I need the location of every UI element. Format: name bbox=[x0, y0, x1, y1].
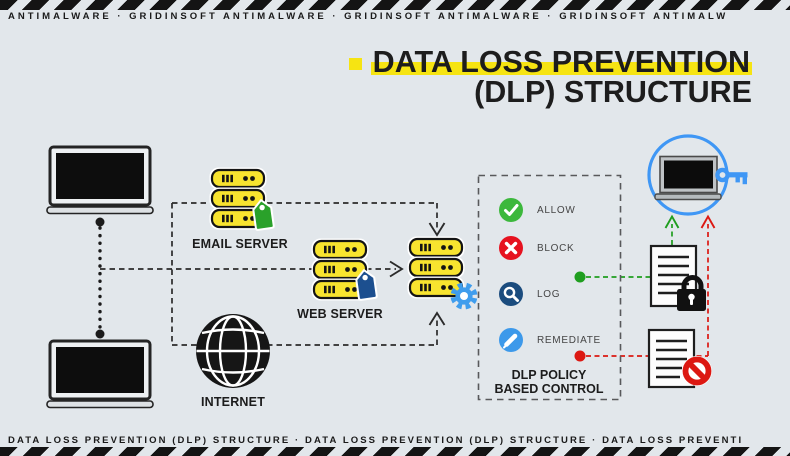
x-circle-icon bbox=[499, 236, 523, 260]
prohibition-icon bbox=[682, 356, 712, 386]
arrowheads-black bbox=[389, 222, 446, 326]
bullet-square-icon bbox=[348, 57, 362, 70]
title-line-1: DATA LOSS PREVENTION bbox=[348, 45, 752, 79]
check-circle-icon bbox=[499, 198, 523, 222]
block-flow-red bbox=[574, 214, 716, 362]
laptop-1-icon bbox=[45, 145, 155, 215]
protected-laptop bbox=[647, 134, 748, 216]
laptop-2-icon bbox=[45, 339, 155, 409]
email-server-icon bbox=[208, 166, 275, 232]
dlp-policy-caption-line2: BASED CONTROL bbox=[494, 382, 604, 396]
allow-flow-green bbox=[574, 214, 680, 283]
email-server-label: EMAIL SERVER bbox=[192, 237, 288, 251]
network-connectors bbox=[100, 202, 438, 346]
lock-icon bbox=[677, 275, 706, 311]
policy-item-remediate-label: REMEDIATE bbox=[537, 335, 601, 346]
internet-globe-icon bbox=[196, 314, 270, 388]
dlp-server-icon bbox=[406, 235, 478, 310]
hazard-stripes-top bbox=[0, 0, 790, 10]
web-server-label: WEB SERVER bbox=[297, 307, 383, 321]
policy-item-log-label: LOG bbox=[537, 289, 561, 300]
banner-text-top: ANTIMALWARE · GRIDINSOFT ANTIMALWARE · G… bbox=[8, 11, 729, 22]
document-allowed bbox=[649, 244, 706, 311]
web-server-icon bbox=[310, 237, 378, 302]
document-blocked bbox=[647, 328, 712, 389]
internet-label: INTERNET bbox=[200, 395, 266, 409]
magnifier-circle-icon bbox=[499, 282, 523, 306]
hazard-stripes-bottom bbox=[0, 447, 790, 456]
laptop-link-dotted bbox=[95, 217, 105, 339]
banner-text-bottom: DATA LOSS PREVENTION (DLP) STRUCTURE · D… bbox=[8, 435, 744, 446]
policy-item-block-label: BLOCK bbox=[537, 243, 575, 254]
pencil-circle-icon bbox=[499, 328, 523, 352]
dlp-policy-caption-line1: DLP POLICY bbox=[511, 368, 587, 382]
dlp-policy-box bbox=[477, 174, 622, 401]
title-line-2: (DLP) STRUCTURE bbox=[474, 75, 752, 109]
dlp-policy-caption: DLP POLICY BASED CONTROL bbox=[478, 368, 620, 396]
key-icon bbox=[715, 167, 748, 185]
page-title: DATA LOSS PREVENTION (DLP) STRUCTURE bbox=[348, 45, 752, 109]
policy-item-allow-label: ALLOW bbox=[537, 205, 576, 216]
